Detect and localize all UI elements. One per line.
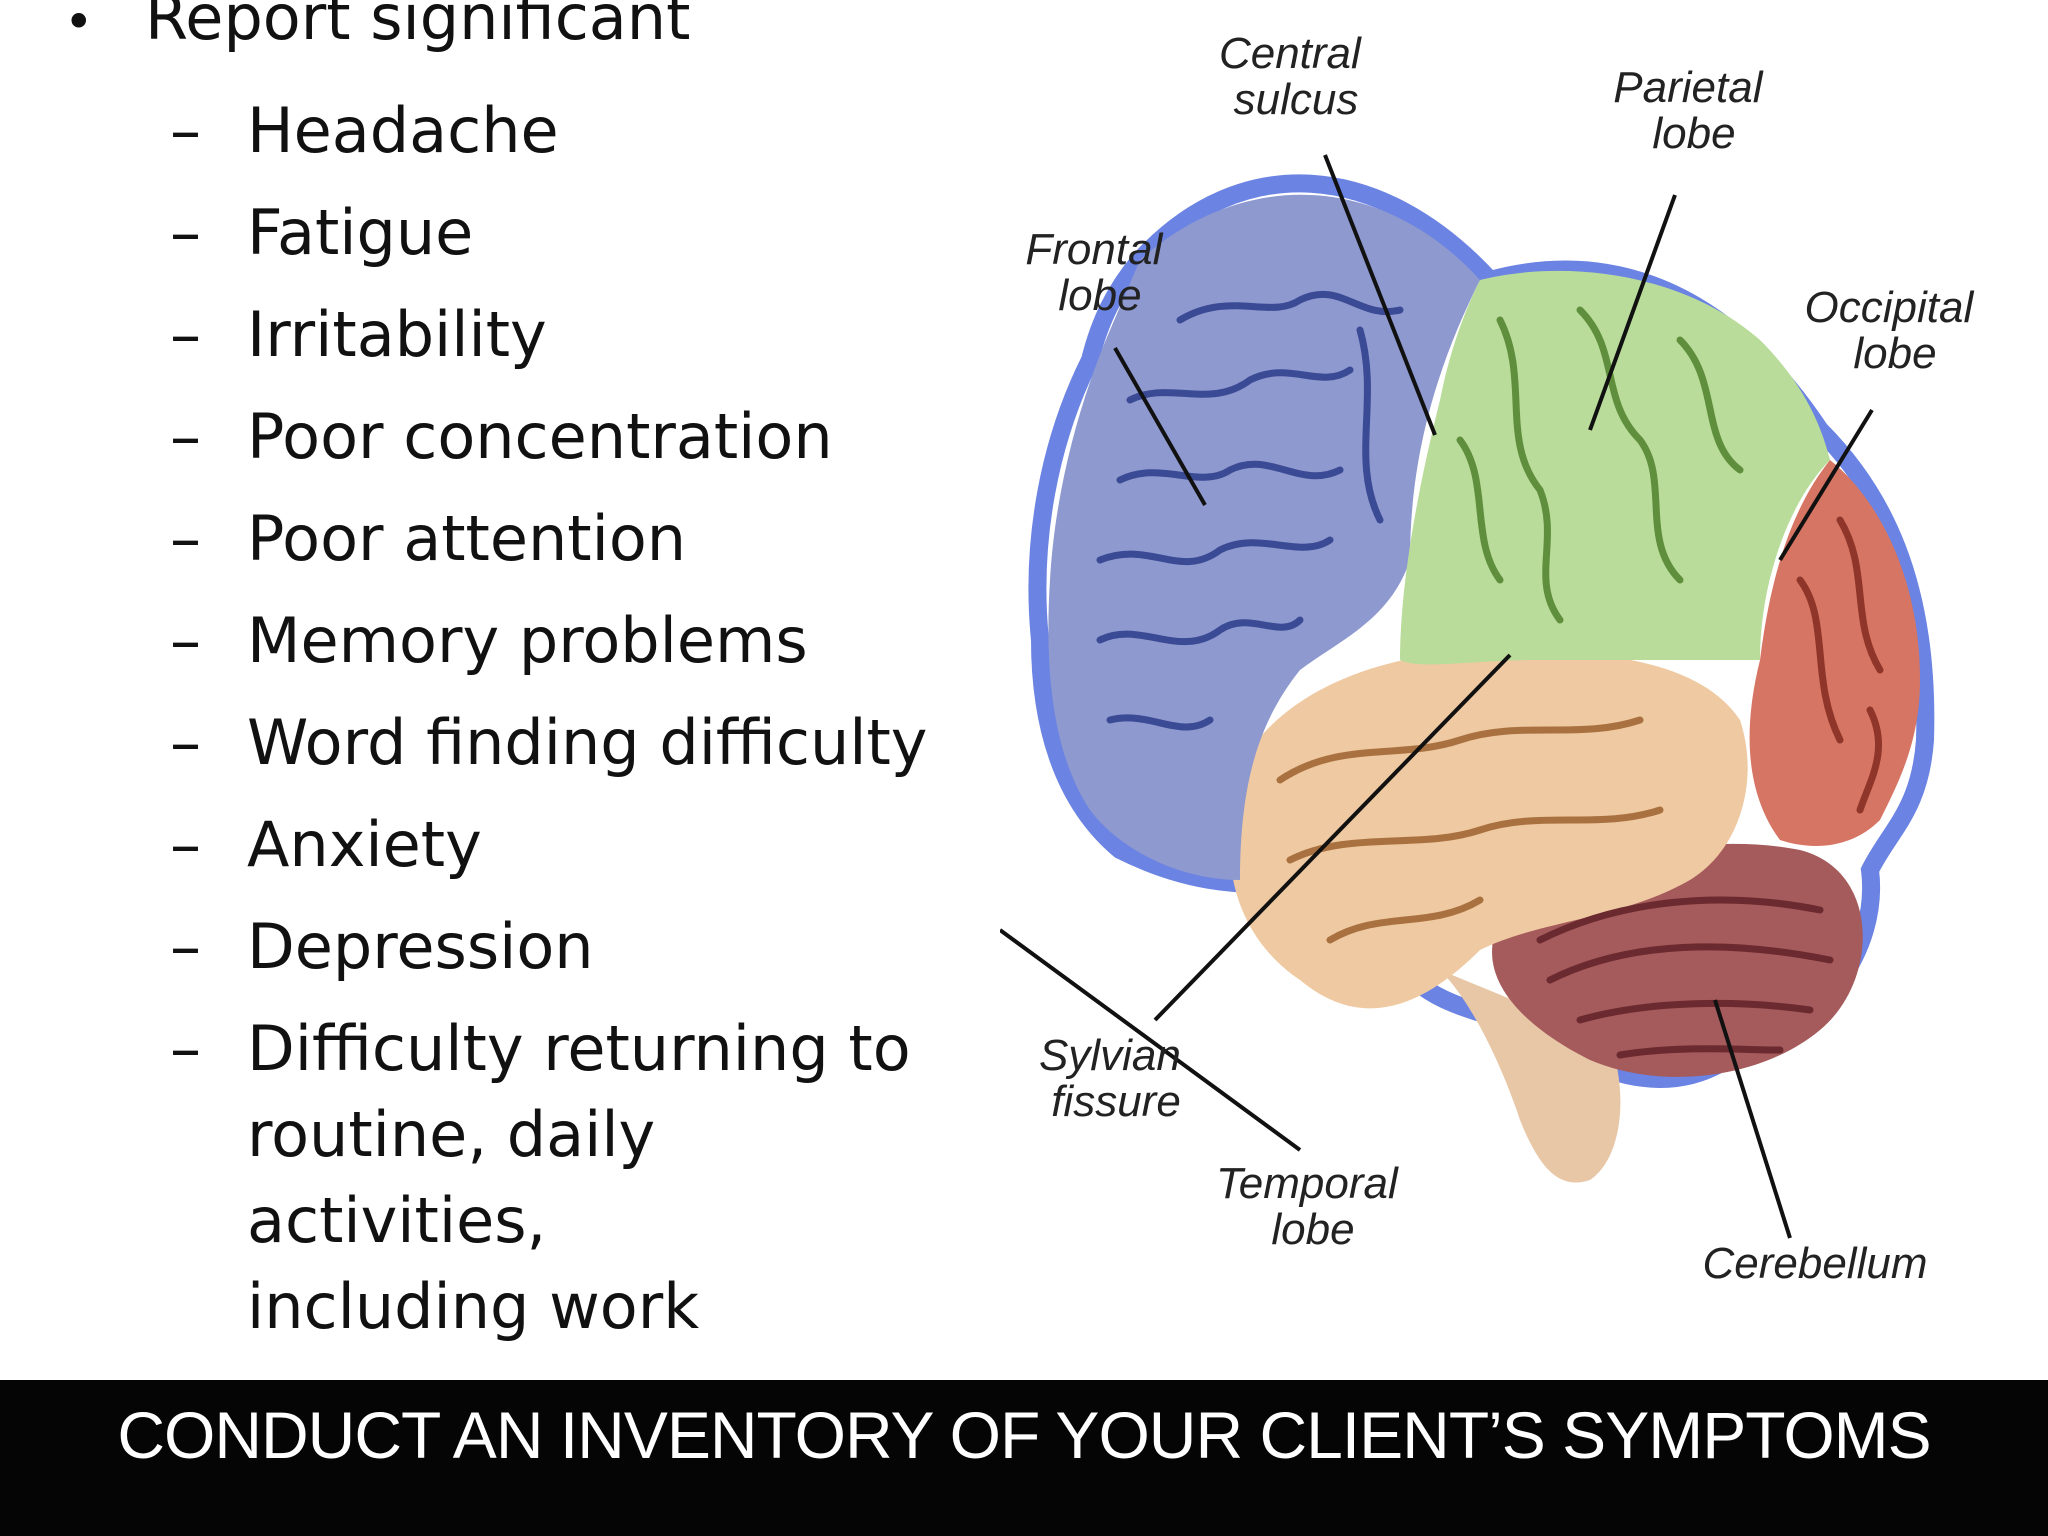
dash-marker: – bbox=[170, 196, 201, 269]
dash-marker: – bbox=[170, 1012, 201, 1085]
brain-diagram: Central sulcus Parietal lobe Frontal lob… bbox=[1000, 29, 1986, 1288]
symptom-text: routine, daily activities, bbox=[247, 1098, 656, 1257]
symptom-item: –Word finding difficulty bbox=[170, 700, 970, 802]
leader-parietal-lobe bbox=[1588, 194, 1677, 431]
bullet-heading: Report significant bbox=[145, 0, 691, 54]
leader-temporal-lobe bbox=[1000, 928, 1302, 1152]
parietal-gyri bbox=[1456, 306, 1744, 624]
dash-marker: – bbox=[170, 604, 201, 677]
symptom-text: Depression bbox=[247, 910, 594, 983]
symptom-item: –Poor concentration bbox=[170, 394, 970, 496]
footer-title: CONDUCT AN INVENTORY OF YOUR CLIENT’S SY… bbox=[117, 1398, 1931, 1472]
symptom-text: Fatigue bbox=[247, 196, 474, 269]
symptom-item: –Depression bbox=[170, 904, 970, 1006]
dash-marker: – bbox=[170, 502, 201, 575]
label-sylvian-fissure: Sylvian fissure bbox=[1039, 1031, 1193, 1126]
symptom-item: –Difficulty returning to routine, daily a… bbox=[170, 1006, 970, 1350]
leader-sylvian-fissure bbox=[1153, 653, 1512, 1022]
dash-marker: – bbox=[170, 910, 201, 983]
symptom-item: –Anxiety bbox=[170, 802, 970, 904]
symptom-item: –Memory problems bbox=[170, 598, 970, 700]
footer-banner: CONDUCT AN INVENTORY OF YOUR CLIENT’S SY… bbox=[0, 1380, 2048, 1536]
frontal-lobe-region bbox=[1048, 194, 1480, 880]
leader-frontal-lobe bbox=[1113, 347, 1207, 506]
label-occipital-lobe: Occipital lobe bbox=[1805, 283, 1986, 378]
dash-marker: – bbox=[170, 400, 201, 473]
frontal-gyri bbox=[1096, 290, 1404, 731]
cerebellum-folia bbox=[1536, 896, 1834, 1059]
dash-marker: – bbox=[170, 298, 201, 371]
label-central-sulcus: Central sulcus bbox=[1219, 29, 1373, 124]
symptom-text: Poor attention bbox=[247, 502, 687, 575]
occipital-gyri bbox=[1796, 516, 1884, 814]
dash-marker: – bbox=[170, 94, 201, 167]
symptom-text: Poor concentration bbox=[247, 400, 833, 473]
brainstem-region bbox=[1440, 970, 1621, 1183]
label-frontal-lobe: Frontal lobe bbox=[1025, 225, 1174, 320]
symptom-text: Difficulty returning to bbox=[247, 1012, 911, 1085]
leader-central-sulcus bbox=[1323, 154, 1437, 436]
symptom-text: Word finding difficulty bbox=[247, 706, 928, 779]
label-cerebellum: Cerebellum bbox=[1703, 1239, 1928, 1288]
symptom-item: –Poor attention bbox=[170, 496, 970, 598]
symptom-list: –Headache–Fatigue–Irritability–Poor conc… bbox=[170, 88, 970, 1350]
temporal-gyri bbox=[1276, 716, 1664, 944]
bullet-dot: • bbox=[64, 0, 94, 51]
symptom-item: –Headache bbox=[170, 88, 970, 190]
symptom-item: –Irritability bbox=[170, 292, 970, 394]
parietal-lobe-region bbox=[1400, 270, 1830, 665]
symptom-text: Headache bbox=[247, 94, 559, 167]
dash-marker: – bbox=[170, 808, 201, 881]
leader-cerebellum bbox=[1713, 999, 1792, 1239]
symptom-text: including work bbox=[247, 1270, 700, 1343]
label-parietal-lobe: Parietal lobe bbox=[1613, 63, 1774, 158]
label-temporal-lobe: Temporal lobe bbox=[1216, 1159, 1410, 1254]
symptom-text: Memory problems bbox=[247, 604, 808, 677]
dash-marker: – bbox=[170, 706, 201, 779]
leader-occipital-lobe bbox=[1778, 408, 1874, 562]
symptom-text: Irritability bbox=[247, 298, 547, 371]
symptom-item: –Fatigue bbox=[170, 190, 970, 292]
symptom-text: Anxiety bbox=[247, 808, 482, 881]
